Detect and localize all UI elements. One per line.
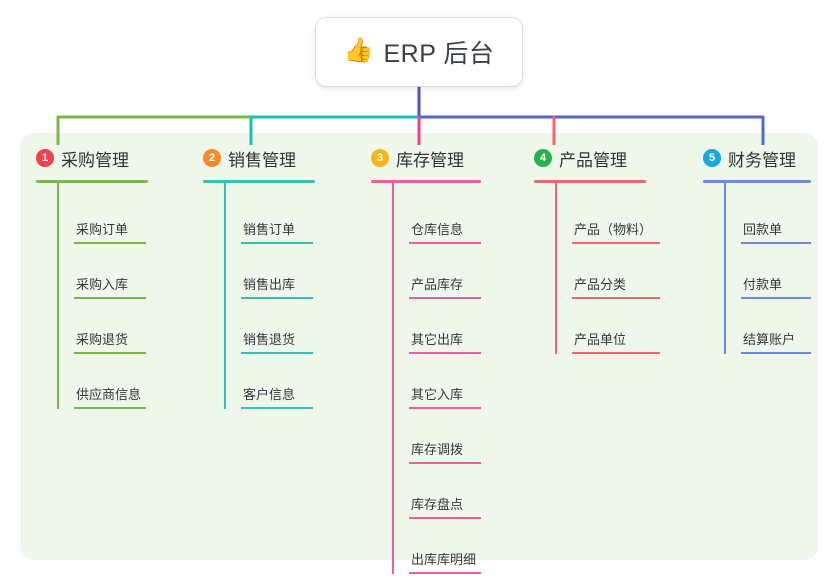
column-title-4: 产品管理 bbox=[559, 150, 627, 170]
column-stem-4 bbox=[555, 182, 557, 354]
leaf-item[interactable]: 客户信息 bbox=[241, 369, 313, 409]
leaf-item-rule bbox=[74, 297, 146, 299]
leaf-item-rule bbox=[241, 407, 313, 409]
leaf-item[interactable]: 销售出库 bbox=[241, 259, 313, 299]
leaf-item[interactable]: 供应商信息 bbox=[74, 369, 146, 409]
leaf-item[interactable]: 产品分类 bbox=[572, 259, 660, 299]
column-badge-icon-2: 2 bbox=[203, 149, 221, 167]
leaf-item-label: 产品（物料） bbox=[574, 222, 653, 237]
column-title-3: 库存管理 bbox=[396, 150, 464, 170]
leaf-item-label: 库存调拨 bbox=[411, 442, 464, 457]
column-2: 2 销售管理销售订单销售出库销售退货客户信息 bbox=[203, 146, 315, 409]
column-header-5[interactable]: 5 财务管理 bbox=[703, 146, 796, 170]
leaf-item-rule bbox=[409, 462, 481, 464]
leaf-item[interactable]: 采购退货 bbox=[74, 314, 146, 354]
leaf-item-label: 结算账户 bbox=[743, 332, 796, 347]
leaf-item-label: 其它出库 bbox=[411, 332, 464, 347]
leaf-item-rule bbox=[572, 297, 660, 299]
leaf-item[interactable]: 产品单位 bbox=[572, 314, 660, 354]
leaf-item-label: 回款单 bbox=[743, 222, 783, 237]
leaf-item-rule bbox=[241, 297, 313, 299]
leaf-item[interactable]: 产品库存 bbox=[409, 259, 481, 299]
leaf-item-rule bbox=[741, 242, 811, 244]
column-stem-1 bbox=[57, 182, 59, 409]
column-header-3[interactable]: 3 库存管理 bbox=[371, 146, 464, 170]
column-stem-2 bbox=[224, 182, 226, 409]
root-title: ERP 后台 bbox=[383, 40, 495, 68]
leaf-item-label: 供应商信息 bbox=[76, 387, 142, 402]
leaf-item[interactable]: 出库库明细 bbox=[409, 534, 481, 574]
leaf-item[interactable]: 付款单 bbox=[741, 259, 811, 299]
diagram-background-panel bbox=[20, 133, 818, 560]
root-node[interactable]: 👍 ERP 后台 bbox=[316, 18, 522, 86]
column-badge-icon-5: 5 bbox=[703, 149, 721, 167]
leaf-item-rule bbox=[74, 242, 146, 244]
leaf-item-rule bbox=[741, 352, 811, 354]
leaf-item[interactable]: 销售订单 bbox=[241, 204, 313, 244]
column-header-1[interactable]: 1 采购管理 bbox=[36, 146, 129, 170]
leaf-item-label: 出库库明细 bbox=[411, 552, 477, 567]
leaf-item-label: 仓库信息 bbox=[411, 222, 464, 237]
column-badge-icon-3: 3 bbox=[371, 149, 389, 167]
leaf-item-label: 销售出库 bbox=[243, 277, 296, 292]
leaf-item-rule bbox=[741, 297, 811, 299]
leaf-item-label: 付款单 bbox=[743, 277, 783, 292]
leaf-item-rule bbox=[409, 297, 481, 299]
leaf-item-label: 采购订单 bbox=[76, 222, 129, 237]
column-header-rule-3 bbox=[371, 180, 481, 183]
leaf-item-rule bbox=[409, 517, 481, 519]
leaf-item[interactable]: 仓库信息 bbox=[409, 204, 481, 244]
leaf-item[interactable]: 其它入库 bbox=[409, 369, 481, 409]
leaf-item-rule bbox=[241, 242, 313, 244]
column-stem-5 bbox=[724, 182, 726, 354]
leaf-item[interactable]: 采购入库 bbox=[74, 259, 146, 299]
leaf-item-label: 产品分类 bbox=[574, 277, 627, 292]
column-title-5: 财务管理 bbox=[728, 150, 796, 170]
column-header-rule-1 bbox=[36, 180, 148, 183]
column-badge-icon-4: 4 bbox=[534, 149, 552, 167]
thumbs-up-icon: 👍 bbox=[343, 37, 374, 64]
column-header-rule-4 bbox=[534, 180, 646, 183]
leaf-item-label: 采购退货 bbox=[76, 332, 129, 347]
leaf-item[interactable]: 回款单 bbox=[741, 204, 811, 244]
column-header-rule-5 bbox=[703, 180, 811, 183]
column-header-rule-2 bbox=[203, 180, 315, 183]
leaf-item-label: 产品库存 bbox=[411, 277, 464, 292]
leaf-item-rule bbox=[74, 352, 146, 354]
leaf-item[interactable]: 产品（物料） bbox=[572, 204, 660, 244]
leaf-item[interactable]: 其它出库 bbox=[409, 314, 481, 354]
leaf-item-rule bbox=[409, 352, 481, 354]
column-title-2: 销售管理 bbox=[228, 150, 296, 170]
leaf-item-label: 产品单位 bbox=[574, 332, 627, 347]
column-3: 3 库存管理仓库信息产品库存其它出库其它入库库存调拨库存盘点出库库明细 bbox=[371, 146, 481, 574]
column-4: 4 产品管理产品（物料） 产品分类产品单位 bbox=[534, 146, 660, 354]
column-title-1: 采购管理 bbox=[61, 150, 129, 170]
leaf-item-rule bbox=[409, 407, 481, 409]
column-5: 5 财务管理回款单付款单结算账户 bbox=[703, 146, 811, 354]
leaf-item[interactable]: 销售退货 bbox=[241, 314, 313, 354]
leaf-item-rule bbox=[74, 407, 146, 409]
leaf-item-rule bbox=[241, 352, 313, 354]
column-header-4[interactable]: 4 产品管理 bbox=[534, 146, 627, 170]
leaf-item-rule bbox=[572, 352, 660, 354]
leaf-item-label: 客户信息 bbox=[243, 387, 296, 402]
column-header-2[interactable]: 2 销售管理 bbox=[203, 146, 296, 170]
leaf-item[interactable]: 库存调拨 bbox=[409, 424, 481, 464]
leaf-item-label: 采购入库 bbox=[76, 277, 129, 292]
leaf-item[interactable]: 结算账户 bbox=[741, 314, 811, 354]
leaf-item-label: 销售订单 bbox=[243, 222, 296, 237]
leaf-item-label: 销售退货 bbox=[243, 332, 296, 347]
column-1: 1 采购管理采购订单采购入库采购退货供应商信息 bbox=[36, 146, 148, 409]
leaf-item-rule bbox=[409, 572, 481, 574]
leaf-item-rule bbox=[409, 242, 481, 244]
leaf-item[interactable]: 采购订单 bbox=[74, 204, 146, 244]
leaf-item[interactable]: 库存盘点 bbox=[409, 479, 481, 519]
column-badge-icon-1: 1 bbox=[36, 149, 54, 167]
leaf-item-label: 库存盘点 bbox=[411, 497, 464, 512]
column-stem-3 bbox=[392, 182, 394, 574]
leaf-item-rule bbox=[572, 242, 660, 244]
leaf-item-label: 其它入库 bbox=[411, 387, 464, 402]
